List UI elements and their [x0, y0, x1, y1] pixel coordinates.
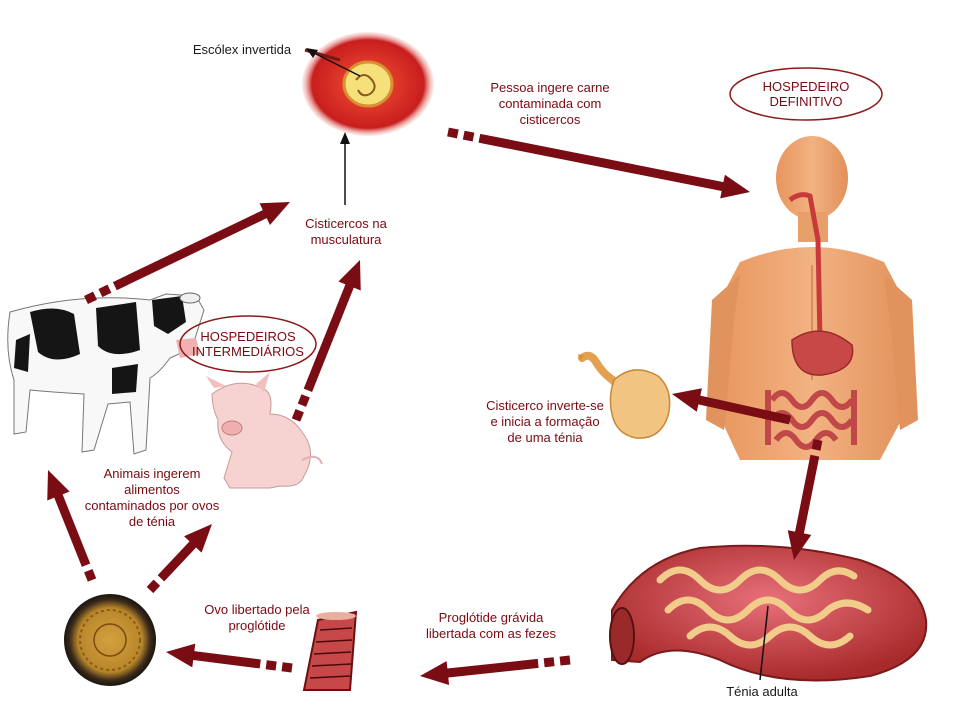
definitive-host-ellipse	[729, 67, 883, 121]
arrow-proglottid-to-egg	[166, 643, 293, 673]
definitive-host-label: HOSPEDEIRO DEFINITIVO	[762, 79, 850, 109]
arrow-egg-to-cow	[47, 470, 97, 582]
arrow-intestine-to-proglottid-dash	[543, 657, 555, 668]
animals-ingest-label: Animais ingerem alimentos contaminados p…	[84, 466, 220, 529]
egg-released-label: Ovo libertado pela proglótide	[204, 602, 310, 633]
arrow-egg-to-pig-dash	[146, 579, 161, 594]
scolex-pointer	[306, 48, 361, 77]
scolex-label: Escólex invertida	[192, 42, 292, 57]
arrow-human-to-young-worm-shaft	[672, 388, 791, 425]
arrow-human-to-intestine-dash	[811, 439, 823, 451]
tapeworm-egg-image	[64, 594, 156, 686]
arrow-egg-to-cow-dash	[84, 569, 97, 582]
intermediate-host-ellipse	[179, 315, 317, 373]
arrow-cow-to-muscle-dash	[98, 284, 112, 298]
pig-image	[206, 372, 323, 489]
arrow-cyst-to-human-dash	[462, 130, 475, 142]
cysticercus-inverts-label: Cisticerco inverte-se e inicia a formaçã…	[486, 398, 604, 445]
arrow-cyst-to-human-dash	[447, 127, 459, 139]
human-body-image	[706, 136, 918, 460]
arrow-cow-to-muscle	[84, 202, 290, 305]
adult-tapeworm-label: Ténia adulta	[726, 684, 798, 699]
arrow-human-to-young-worm	[672, 388, 791, 425]
arrow-proglottid-to-egg-shaft	[166, 643, 261, 669]
arrow-human-to-intestine	[787, 439, 823, 560]
arrow-egg-to-pig-shaft	[157, 524, 212, 582]
arrow-pig-to-muscle	[291, 260, 361, 422]
adult-tapeworm-pointer	[759, 605, 769, 681]
arrow-intestine-to-proglottid-shaft	[420, 658, 539, 685]
arrow-pig-to-muscle-shaft	[303, 260, 361, 392]
young-tapeworm-image	[578, 351, 671, 439]
arrow-pig-to-muscle-dash	[291, 409, 304, 422]
arrow-egg-to-cow-shaft	[47, 470, 91, 567]
arrow-intestine-to-proglottid	[420, 655, 571, 685]
arrow-cow-to-muscle-shaft	[112, 202, 290, 291]
arrows-layer	[47, 127, 823, 685]
arrow-pig-to-muscle-dash	[297, 394, 310, 407]
cysticerci-muscle-label: Cisticercos na musculatura	[305, 216, 387, 247]
arrow-cyst-to-human	[447, 127, 750, 199]
cysticercus-image	[302, 32, 434, 136]
intermediate-host-label: HOSPEDEIROS INTERMEDIÁRIOS	[192, 329, 304, 359]
arrow-cyst-to-human-shaft	[478, 133, 750, 199]
intestine-image	[609, 544, 928, 682]
cysticercus-pointer	[340, 132, 350, 205]
arrow-intestine-to-proglottid-dash	[559, 655, 571, 666]
arrow-human-to-intestine-shaft	[787, 454, 820, 560]
ingest-meat-label: Pessoa ingere carne contaminada com cist…	[490, 80, 610, 127]
arrow-cow-to-muscle-dash	[84, 291, 97, 305]
arrow-egg-to-pig	[146, 524, 212, 594]
proglottid-image	[302, 610, 358, 691]
cow-image	[7, 292, 205, 455]
arrow-proglottid-to-egg-dash	[281, 662, 293, 673]
proglottid-released-label: Proglótide grávida libertada com as feze…	[425, 610, 557, 641]
arrow-proglottid-to-egg-dash	[265, 660, 277, 671]
